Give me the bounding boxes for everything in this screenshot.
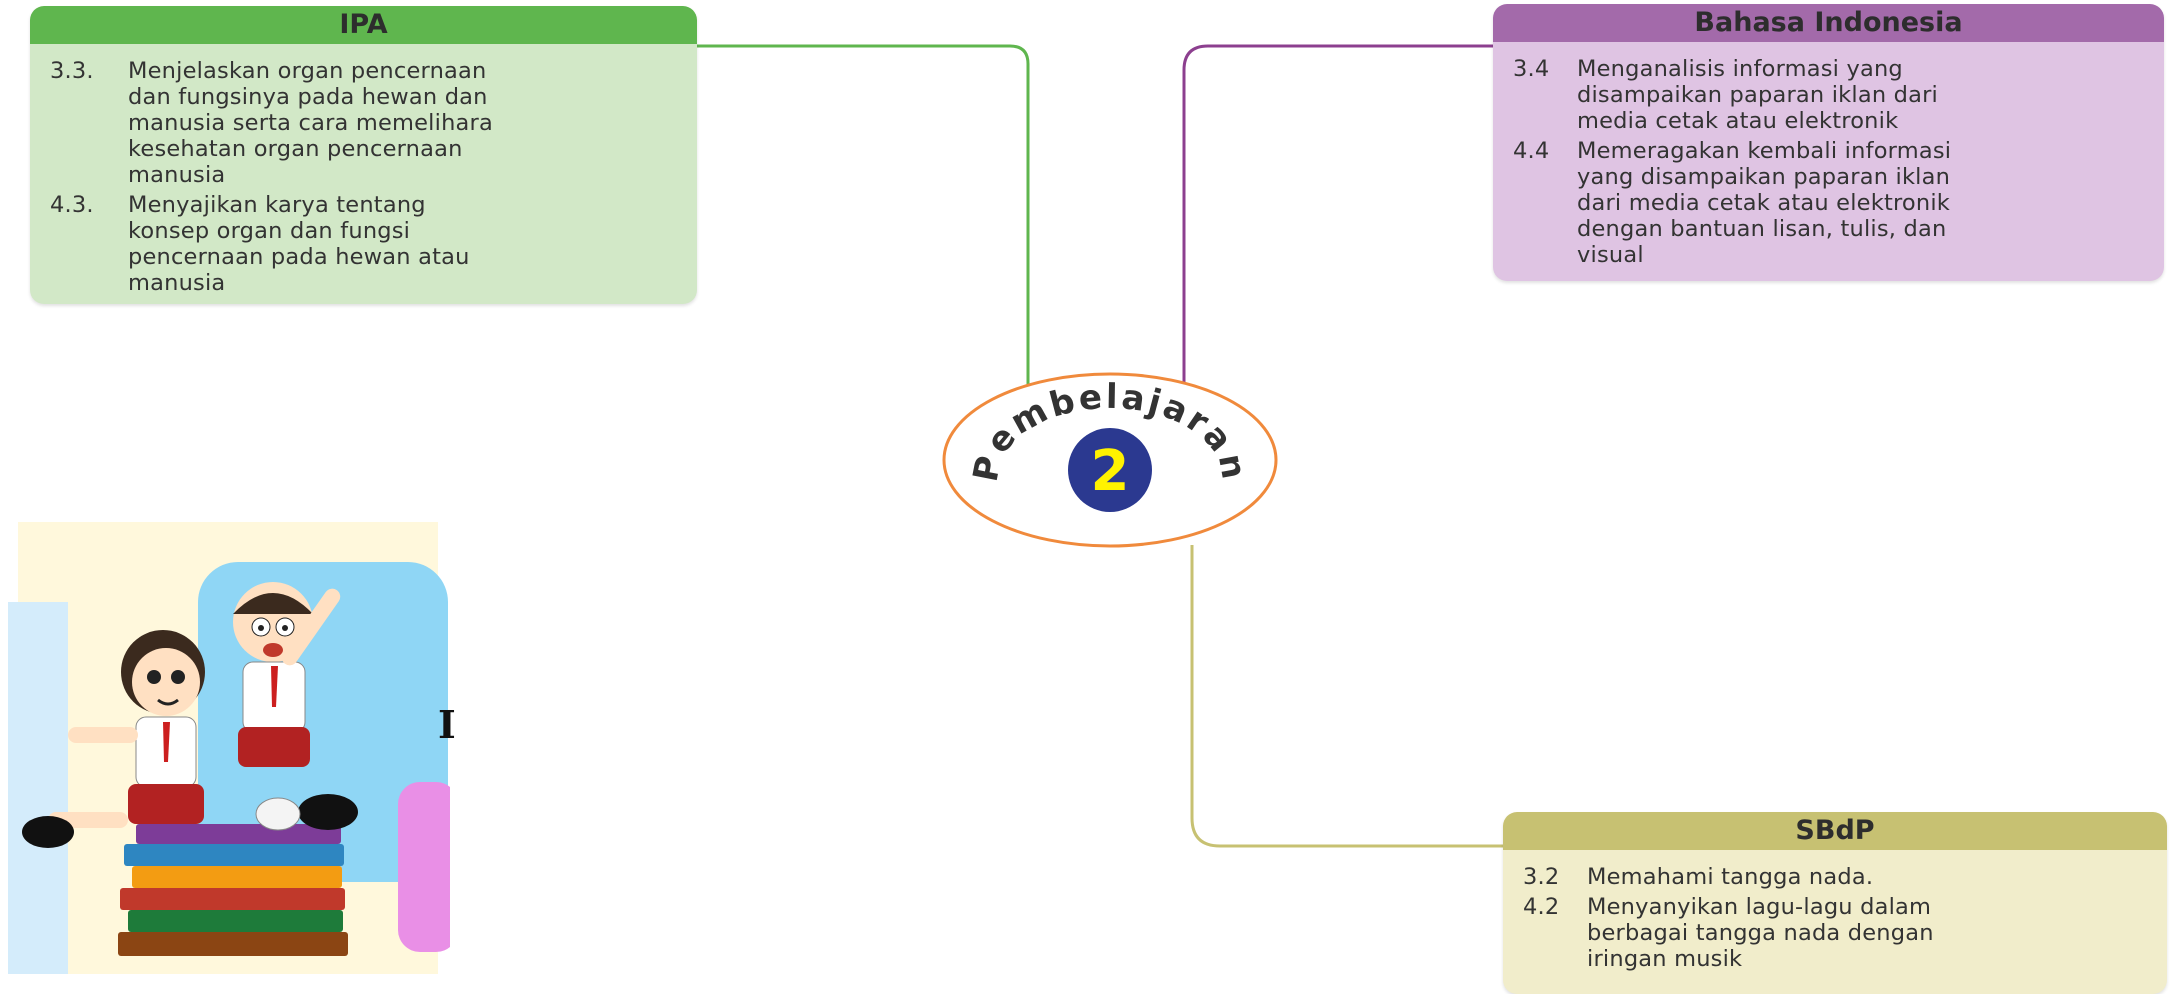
competency-item: 4.4 Memeragakan kembali informasi yang d… [1513,138,2144,268]
competency-text: Memeragakan kembali informasi yang disam… [1577,138,2144,268]
ipa-card: IPA 3.3. Menjelaskan organ pencernaan da… [30,6,697,304]
illustration-pink-panel [398,782,450,952]
competency-number: 3.2 [1523,864,1560,890]
bahasa-indonesia-card-body: 3.4 Menganalisis informasi yang disampai… [1493,42,2164,281]
competency-number: 4.2 [1523,894,1560,920]
sbdp-card: SBdP 3.2 Memahami tangga nada. 4.2 Menya… [1503,812,2167,994]
competency-line: pencernaan pada hewan atau [128,244,470,270]
hub-number: 2 [1091,439,1130,504]
competency-line: manusia [128,270,226,296]
hub-circle [1068,428,1152,512]
competency-text: Menganalisis informasi yang disampaikan … [1577,56,2144,134]
competency-line: media cetak atau elektronik [1577,108,1899,134]
competency-line: Menganalisis informasi yang [1577,56,1903,82]
hub-pembelajaran: Pembelajaran 2 [942,372,1278,548]
competency-line: Menjelaskan organ pencernaan [128,58,487,84]
competency-text: Menjelaskan organ pencernaan dan fungsin… [128,58,677,188]
competency-line: dari media cetak atau elektronik [1577,190,1951,216]
bahasa-indonesia-card: Bahasa Indonesia 3.4 Menganalisis inform… [1493,4,2164,281]
competency-item: 3.3. Menjelaskan organ pencernaan dan fu… [50,58,677,188]
competency-line: dan fungsinya pada hewan dan [128,84,488,110]
bahasa-indonesia-card-title: Bahasa Indonesia [1493,4,2164,42]
competency-number: 3.3. [50,58,94,84]
ipa-card-body: 3.3. Menjelaskan organ pencernaan dan fu… [30,44,697,304]
competency-line: Menyajikan karya tentang [128,192,426,218]
sbdp-card-body: 3.2 Memahami tangga nada. 4.2 Menyanyika… [1503,850,2167,988]
competency-line: iringan musik [1587,946,1743,972]
boy-student-icon [233,582,358,831]
competency-line: disampaikan paparan iklan dari [1577,82,1939,108]
competency-item: 4.3. Menyajikan karya tentang konsep org… [50,192,677,296]
ipa-card-title: IPA [30,6,697,44]
competency-item: 3.4 Menganalisis informasi yang disampai… [1513,56,2144,134]
competency-text: Menyanyikan lagu-lagu dalam berbagai tan… [1587,894,2147,972]
illustration-left-panel [8,602,68,974]
competency-line: konsep organ dan fungsi [128,218,411,244]
connector-bahasa-indonesia [1182,44,1493,390]
competency-line: visual [1577,242,1644,268]
competency-line: Menyanyikan lagu-lagu dalam [1587,894,1932,920]
competency-number: 4.3. [50,192,94,218]
competency-line: manusia [128,162,226,188]
competency-line: yang disampaikan paparan iklan [1577,164,1951,190]
girl-student-icon [22,630,205,848]
book-stack-icon [118,824,348,956]
competency-line: Memahami tangga nada. [1587,864,1874,890]
competency-line: berbagai tangga nada dengan [1587,920,1934,946]
competency-item: 4.2 Menyanyikan lagu-lagu dalam berbagai… [1523,894,2147,972]
connector-sbdp [1190,545,1503,848]
connector-ipa [697,44,1030,395]
students-illustration [8,522,450,974]
competency-number: 4.4 [1513,138,1550,164]
competency-line: manusia serta cara memelihara [128,110,493,136]
competency-line: Memeragakan kembali informasi [1577,138,1952,164]
competency-number: 3.4 [1513,56,1550,82]
competency-line: kesehatan organ pencernaan [128,136,463,162]
competency-item: 3.2 Memahami tangga nada. [1523,864,2147,890]
partial-letter: I [438,702,456,747]
competency-line: dengan bantuan lisan, tulis, dan [1577,216,1947,242]
sbdp-card-title: SBdP [1503,812,2167,850]
competency-text: Memahami tangga nada. [1587,864,2147,890]
competency-text: Menyajikan karya tentang konsep organ da… [128,192,677,296]
